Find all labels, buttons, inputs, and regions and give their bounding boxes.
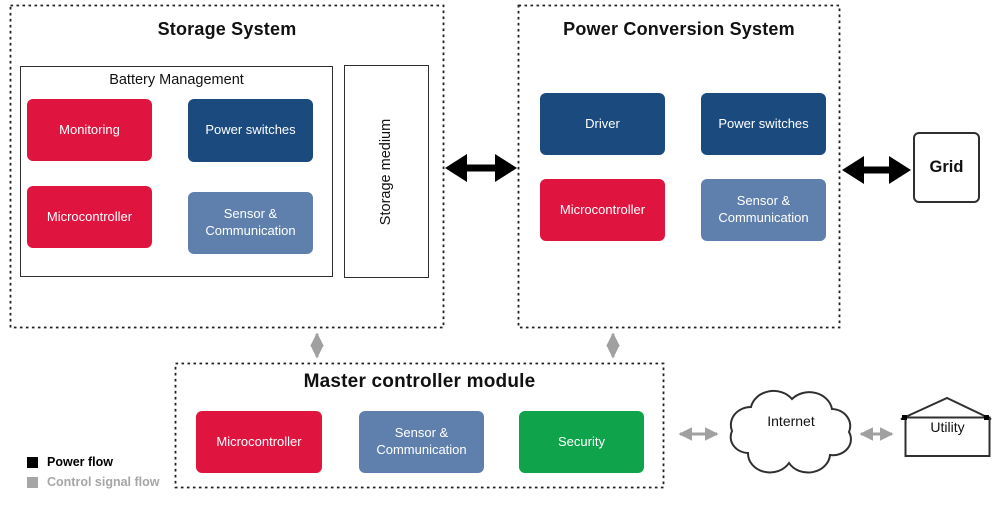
module-power-switches-storage: Power switches [188, 99, 313, 162]
storage-medium-label: Storage medium [378, 118, 395, 225]
grid-label: Grid [929, 158, 964, 176]
module-microcontroller-master-label: Microcontroller [216, 433, 302, 449]
power-conversion-system-title: Power Conversion System [563, 19, 795, 39]
battery-management-title: Battery Management [109, 72, 244, 88]
utility-roof-shape [900, 396, 992, 420]
module-microcontroller-pcs-label: Microcontroller [559, 201, 646, 217]
module-security: Security [519, 411, 644, 473]
utility-body-shape [904, 416, 991, 457]
module-power-switches-storage-label: Power switches [205, 122, 296, 138]
internet-label: Internet [767, 413, 815, 429]
legend-item-control-signal-flow: Control signal flow [27, 472, 160, 492]
legend-item-power-flow: Power flow [27, 452, 160, 472]
control-signal-flow-label: Control signal flow [47, 475, 160, 489]
module-microcontroller-storage: Microcontroller [27, 186, 152, 248]
module-sensor-communication-storage-label: Sensor & Communication [205, 206, 296, 238]
module-sensor-communication-master: Sensor & Communication [359, 411, 484, 473]
module-security-label: Security [558, 433, 605, 449]
utility-roof-corner-right [984, 415, 989, 420]
utility-label: Utility [930, 419, 965, 435]
module-sensor-communication-pcs-label: Sensor & Communication [718, 193, 809, 225]
module-driver-label: Driver [585, 115, 620, 131]
storage-system-border [9, 4, 445, 329]
module-microcontroller-storage-label: Microcontroller [46, 208, 133, 224]
power-flow-swatch [27, 456, 38, 468]
module-sensor-communication-pcs: Sensor & Communication [701, 179, 826, 241]
module-sensor-communication-master-label: Sensor & Communication [376, 425, 467, 457]
grid-box: Grid [913, 132, 980, 203]
power-flow-arrow-storage-pcs [445, 154, 517, 182]
storage-medium-box: Storage medium [344, 65, 429, 278]
legend: Power flow Control signal flow [27, 452, 160, 492]
power-flow-arrow-pcs-grid [842, 156, 911, 184]
master-controller-title: Master controller module [303, 371, 536, 392]
module-monitoring-label: Monitoring [59, 121, 120, 137]
module-monitoring: Monitoring [27, 99, 152, 161]
module-sensor-communication-storage: Sensor & Communication [188, 192, 313, 254]
module-power-switches-pcs-label: Power switches [718, 115, 809, 131]
storage-system-title: Storage System [157, 19, 297, 39]
utility-roof-corner-left [902, 415, 907, 420]
internet-cloud-shape [729, 389, 852, 474]
module-driver: Driver [540, 93, 665, 155]
power-conversion-system-border [517, 4, 841, 329]
module-power-switches-pcs: Power switches [701, 93, 826, 155]
module-microcontroller-master: Microcontroller [196, 411, 322, 473]
power-flow-label: Power flow [47, 455, 113, 469]
module-microcontroller-pcs: Microcontroller [540, 179, 665, 241]
control-signal-flow-swatch [27, 476, 38, 488]
